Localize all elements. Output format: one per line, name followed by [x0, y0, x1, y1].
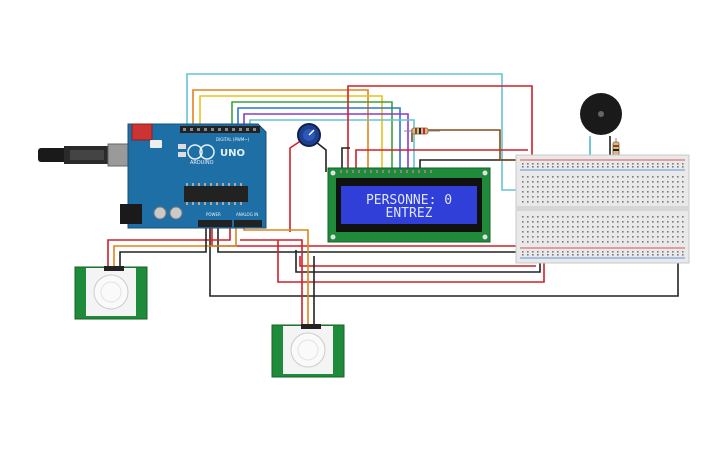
wire-black-lcd2	[419, 159, 534, 170]
wire-red-lcd	[355, 149, 528, 170]
wire-pot-red	[289, 139, 303, 232]
lcd-line-1: PERSONNE: 0	[366, 193, 452, 208]
potentiometer[interactable]	[297, 123, 321, 147]
wire-cyan-2	[249, 119, 415, 170]
lcd-pins	[340, 170, 432, 173]
power-header	[198, 220, 232, 227]
wire-pir1-orange	[113, 222, 237, 268]
analog-header	[234, 220, 262, 227]
wire-black-ground	[209, 222, 679, 297]
wire-brown	[411, 129, 520, 161]
wire-green-top	[231, 101, 393, 170]
arduino-model: UNO	[220, 148, 245, 159]
breadboard-holes	[522, 163, 684, 256]
pir-sensor-left	[74, 266, 148, 320]
wire-pir1-red	[107, 222, 231, 268]
wire-pir1-black	[119, 222, 207, 268]
power-jack	[120, 204, 142, 224]
digital-label: DIGITAL (PWM~)	[216, 137, 250, 142]
wire-pot-black	[315, 141, 327, 172]
wire-blue-top	[237, 107, 401, 170]
digital-pins	[183, 128, 256, 131]
wire-pir2-orange	[243, 222, 309, 326]
wire-pir2-red	[240, 239, 303, 326]
lcd-screen	[341, 186, 477, 224]
wire-red-top	[347, 85, 533, 170]
arduino-brand: ARDUINO	[190, 160, 214, 166]
wires	[107, 73, 689, 326]
arduino-uno-board[interactable]: DIGITAL (PWM~) ARDUINO UNO POWER ANALOG …	[120, 123, 267, 229]
breadboard	[515, 154, 690, 264]
arduino-logo-icon	[187, 144, 203, 160]
analog-label: ANALOG IN	[236, 212, 258, 217]
wire-red-mid	[299, 256, 536, 267]
lcd-line-2: ENTREZ	[386, 206, 433, 221]
resistor-lcd	[404, 127, 440, 135]
power-label: POWER	[206, 212, 221, 217]
wire-black-power	[217, 222, 538, 253]
wire-red-bottom	[277, 240, 545, 283]
wire-yellow-top	[199, 95, 383, 170]
wire-black-mid	[295, 250, 541, 273]
wire-black-lcd	[341, 147, 350, 170]
atmega-chip	[184, 186, 248, 202]
wire-orange-top	[192, 89, 369, 170]
pir-sensor-middle	[271, 324, 345, 378]
reset-button[interactable]	[131, 123, 153, 141]
piezo-buzzer	[580, 93, 622, 135]
lcd-display: PERSONNE: 0 ENTREZ	[327, 167, 491, 243]
usb-cable	[38, 143, 139, 167]
wire-purple-top	[243, 113, 409, 170]
